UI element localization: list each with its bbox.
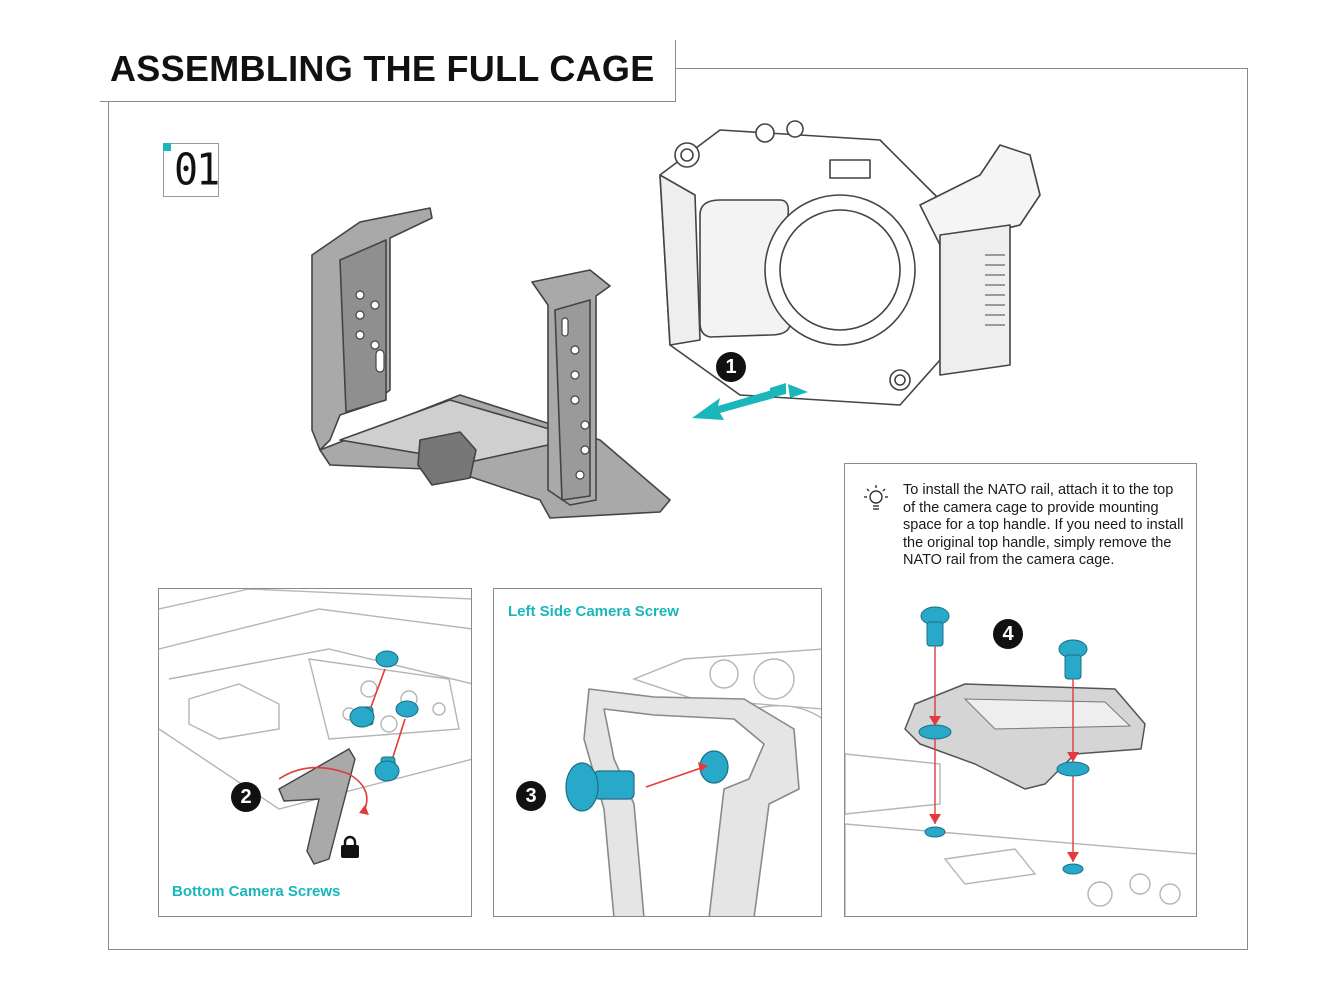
step-marker-3: 3 — [516, 781, 546, 811]
nato-tip-text: To install the NATO rail, attach it to t… — [903, 482, 1184, 568]
step-badge: 01 — [163, 143, 220, 197]
camera-body-illustration — [659, 120, 1041, 406]
page-frame — [108, 68, 1248, 950]
left-side-screw-caption: Left Side Camera Screw — [508, 603, 679, 620]
step-marker-1: 1 — [716, 352, 746, 382]
bottom-screws-panel: 2 Bottom Camera Screws — [158, 588, 472, 917]
bottom-screws-caption: Bottom Camera Screws — [172, 883, 341, 900]
cage-side-illustration — [565, 648, 821, 916]
page-title: ASSEMBLING THE FULL CAGE — [110, 48, 655, 89]
step-badge-accent — [163, 143, 171, 151]
step-number: 01 — [174, 144, 220, 196]
nato-rail-illustration — [845, 606, 1196, 916]
rotate-arrow-icon — [278, 766, 368, 812]
nato-rail-panel: To install the NATO rail, attach it to t… — [844, 463, 1197, 917]
left-side-screw-panel: Left Side Camera Screw 3 — [493, 588, 822, 917]
step-marker-4: 4 — [993, 619, 1023, 649]
lightbulb-icon — [864, 485, 888, 510]
step-marker-2: 2 — [231, 782, 261, 812]
direction-arrow-icon — [692, 383, 808, 420]
camera-bottom-illustration — [159, 589, 471, 865]
title-box: ASSEMBLING THE FULL CAGE — [100, 40, 676, 102]
camera-cage-illustration — [311, 207, 671, 519]
lock-icon — [341, 835, 359, 858]
